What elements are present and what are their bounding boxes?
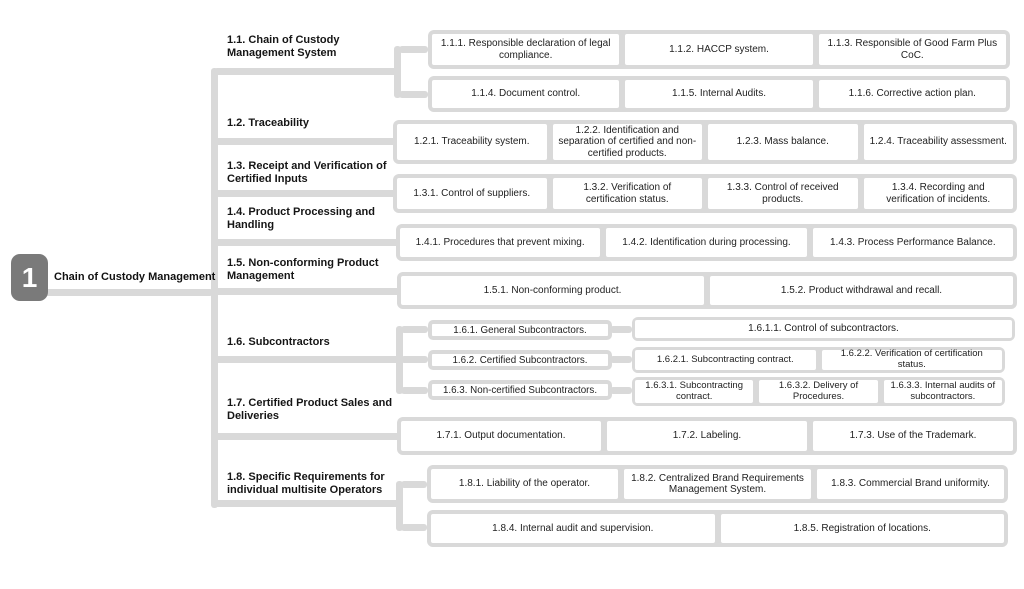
node-1-1-6: 1.1.6. Corrective action plan. bbox=[818, 80, 1006, 108]
connector-branch-1-1 bbox=[214, 68, 400, 75]
node-1-3-2: 1.3.2. Verification of certification sta… bbox=[552, 178, 702, 209]
row-1-6-1-children: 1.6.1.1. Control of subcontractors. bbox=[632, 317, 1015, 341]
node-1-1-1: 1.1.1. Responsible declaration of legal … bbox=[432, 34, 620, 65]
node-1-3-3: 1.3.3. Control of received products. bbox=[708, 178, 858, 209]
node-1-5-1: 1.5.1. Non-conforming product. bbox=[401, 276, 704, 305]
connector-branch-1-5 bbox=[214, 288, 400, 295]
node-1-2-4: 1.2.4. Traceability assessment. bbox=[863, 124, 1013, 160]
node-1-8-4: 1.8.4. Internal audit and supervision. bbox=[431, 514, 715, 543]
node-1-8-2: 1.8.2. Centralized Brand Requirements Ma… bbox=[624, 469, 811, 499]
root-node-label: Chain of Custody Management bbox=[54, 271, 216, 283]
row-1-2: 1.2.1. Traceability system. 1.2.2. Ident… bbox=[393, 120, 1017, 164]
node-1-1-2: 1.1.2. HACCP system. bbox=[625, 34, 813, 65]
node-1-2-1: 1.2.1. Traceability system. bbox=[397, 124, 547, 160]
connector-stub-1-8-a bbox=[401, 481, 427, 488]
node-1-3-4: 1.3.4. Recording and verification of inc… bbox=[863, 178, 1013, 209]
node-1-1-3: 1.1.3. Responsible of Good Farm Plus CoC… bbox=[818, 34, 1006, 65]
section-heading-1-2: 1.2. Traceability bbox=[227, 117, 309, 129]
connector-branch-1-7 bbox=[214, 433, 400, 440]
row-1-6-2-children: 1.6.2.1. Subcontracting contract. 1.6.2.… bbox=[632, 347, 1005, 373]
section-heading-1-8: 1.8. Specific Requirements for individua… bbox=[227, 471, 385, 497]
node-1-3-1: 1.3.1. Control of suppliers. bbox=[397, 178, 547, 209]
node-1-4-2: 1.4.2. Identification during processing. bbox=[606, 228, 807, 257]
section-heading-1-6: 1.6. Subcontractors bbox=[227, 336, 330, 348]
connector-stub-1-8-b bbox=[401, 524, 427, 531]
section-heading-1-1: 1.1. Chain of Custody Management System bbox=[227, 34, 340, 60]
connector-stub-1-1-a bbox=[399, 46, 428, 53]
section-heading-1-4: 1.4. Product Processing and Handling bbox=[227, 206, 375, 232]
node-1-6-2: 1.6.2. Certified Subcontractors. bbox=[428, 350, 612, 370]
node-1-6-1-1: 1.6.1.1. Control of subcontractors. bbox=[635, 320, 1012, 338]
connector-stub-1-6-3 bbox=[401, 387, 428, 394]
node-1-6-3: 1.6.3. Non-certified Subcontractors. bbox=[428, 380, 612, 400]
row-1-3: 1.3.1. Control of suppliers. 1.3.2. Veri… bbox=[393, 174, 1017, 213]
connector-stub-1-6-3-child bbox=[610, 387, 632, 394]
node-1-2-2: 1.2.2. Identification and separation of … bbox=[552, 124, 702, 160]
connector-branch-1-8 bbox=[214, 500, 402, 507]
row-1-8-b: 1.8.4. Internal audit and supervision. 1… bbox=[427, 510, 1008, 547]
section-heading-1-3: 1.3. Receipt and Verification of Certifi… bbox=[227, 160, 387, 186]
node-1-6-3-2: 1.6.3.2. Delivery of Procedures. bbox=[759, 380, 878, 403]
node-1-6-2-2: 1.6.2.2. Verification of certification s… bbox=[821, 348, 1002, 370]
node-1-7-3: 1.7.3. Use of the Trademark. bbox=[813, 421, 1013, 451]
connector-bracket-1-6 bbox=[396, 326, 403, 394]
node-1-8-3: 1.8.3. Commercial Brand uniformity. bbox=[817, 469, 1004, 499]
node-1-6-1: 1.6.1. General Subcontractors. bbox=[428, 320, 612, 340]
node-1-8-5: 1.8.5. Registration of locations. bbox=[720, 514, 1004, 543]
connector-stub-1-6-1 bbox=[401, 326, 428, 333]
row-1-4: 1.4.1. Procedures that prevent mixing. 1… bbox=[396, 224, 1017, 261]
node-1-6-3-1: 1.6.3.1. Subcontracting contract. bbox=[635, 380, 754, 403]
node-1-1-5: 1.1.5. Internal Audits. bbox=[625, 80, 813, 108]
row-1-7: 1.7.1. Output documentation. 1.7.2. Labe… bbox=[397, 417, 1017, 455]
node-1-8-1: 1.8.1. Liability of the operator. bbox=[431, 469, 618, 499]
section-heading-1-7: 1.7. Certified Product Sales and Deliver… bbox=[227, 397, 393, 423]
row-1-5: 1.5.1. Non-conforming product. 1.5.2. Pr… bbox=[397, 272, 1017, 309]
node-1-7-1: 1.7.1. Output documentation. bbox=[401, 421, 601, 451]
node-1-6-2-1: 1.6.2.1. Subcontracting contract. bbox=[635, 350, 816, 370]
node-1-4-3: 1.4.3. Process Performance Balance. bbox=[812, 228, 1013, 257]
connector-stub-1-6-2 bbox=[401, 356, 428, 363]
node-1-1-4: 1.1.4. Document control. bbox=[432, 80, 620, 108]
connector-branch-1-6 bbox=[214, 356, 402, 363]
row-1-1-b: 1.1.4. Document control. 1.1.5. Internal… bbox=[428, 76, 1010, 112]
connector-stub-1-1-b bbox=[399, 91, 428, 98]
row-1-6-3-children: 1.6.3.1. Subcontracting contract. 1.6.3.… bbox=[632, 377, 1005, 406]
connector-branch-1-3 bbox=[214, 190, 396, 197]
connector-stub-1-6-1-child bbox=[610, 326, 632, 333]
node-1-4-1: 1.4.1. Procedures that prevent mixing. bbox=[400, 228, 601, 257]
connector-bracket-1-1 bbox=[394, 46, 401, 98]
row-1-1-a: 1.1.1. Responsible declaration of legal … bbox=[428, 30, 1010, 69]
node-1-5-2: 1.5.2. Product withdrawal and recall. bbox=[710, 276, 1013, 305]
node-1-6-3-3: 1.6.3.3. Internal audits of subcontracto… bbox=[883, 380, 1002, 403]
connector-bracket-1-8 bbox=[396, 481, 403, 531]
root-node-badge: 1 bbox=[11, 254, 48, 301]
node-1-7-2: 1.7.2. Labeling. bbox=[607, 421, 807, 451]
row-1-8-a: 1.8.1. Liability of the operator. 1.8.2.… bbox=[427, 465, 1008, 503]
connector-root bbox=[45, 289, 213, 296]
connector-branch-1-2 bbox=[214, 138, 396, 145]
connector-branch-1-4 bbox=[214, 239, 399, 246]
node-1-2-3: 1.2.3. Mass balance. bbox=[708, 124, 858, 160]
section-heading-1-5: 1.5. Non-conforming Product Management bbox=[227, 257, 379, 283]
connector-stub-1-6-2-child bbox=[610, 356, 632, 363]
